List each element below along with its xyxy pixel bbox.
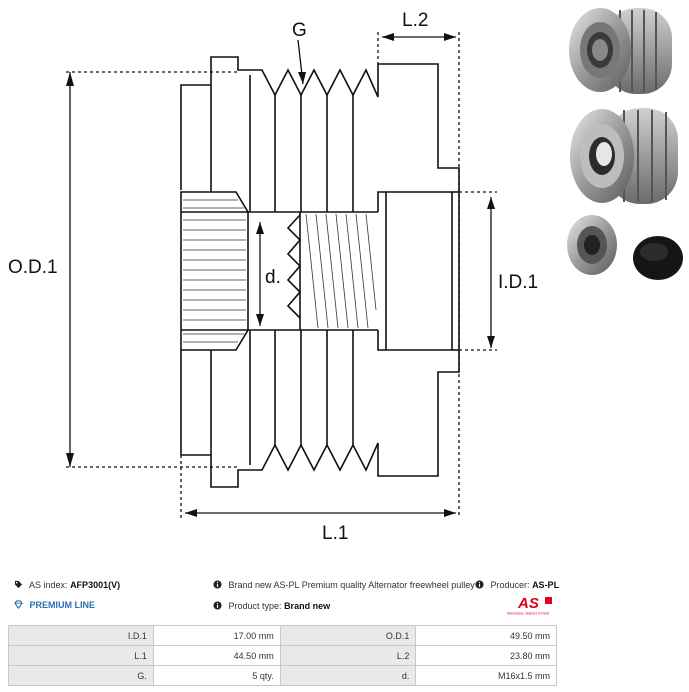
spec-value: 5 qty. [152, 665, 281, 686]
product-type-value: Brand new [284, 601, 331, 611]
pulley-cap-photo [633, 236, 683, 280]
tag-icon [14, 580, 23, 589]
premium-line-text: PREMIUM LINE [29, 600, 96, 610]
pulley-photo-small [567, 215, 617, 275]
as-index-label: AS index: [29, 580, 68, 590]
label-g: G [292, 20, 307, 41]
description-text: Brand new AS-PL Premium quality Alternat… [228, 580, 475, 590]
pulley-photo-rear [570, 108, 678, 204]
producer-value: AS-PL [532, 580, 560, 590]
spec-label: d. [279, 665, 417, 686]
producer: Producer: AS-PL [475, 580, 559, 590]
spec-value: 49.50 mm [415, 625, 557, 646]
as-index-value: AFP3001(V) [70, 580, 121, 590]
label-l2: L.2 [402, 10, 428, 31]
diamond-icon [14, 600, 23, 609]
label-od1: O.D.1 [8, 257, 58, 278]
spec-value: 17.00 mm [152, 625, 281, 646]
info-icon [475, 580, 484, 589]
producer-label: Producer: [490, 580, 530, 590]
label-d: d. [265, 267, 281, 288]
logo-tagline: Alternators, Starters & Parts [507, 612, 550, 616]
info-icon [213, 601, 222, 610]
product-type-label: Product type: [228, 601, 282, 611]
spec-label: I.D.1 [8, 625, 154, 646]
spec-label: G. [8, 665, 154, 686]
as-pl-logo: AS Alternators, Starters & Parts [507, 595, 552, 616]
description: Brand new AS-PL Premium quality Alternat… [213, 580, 475, 590]
spec-value: 44.50 mm [152, 645, 281, 666]
premium-line: PREMIUM LINE [14, 600, 95, 610]
as-index: AS index: AFP3001(V) [14, 580, 120, 590]
label-l1: L.1 [322, 523, 348, 544]
spec-label: L.2 [279, 645, 417, 666]
technical-drawing: G L.2 O.D.1 d. I.D.1 L.1 [8, 10, 538, 544]
product-photos [567, 8, 683, 280]
label-id1: I.D.1 [498, 272, 538, 293]
spec-label: O.D.1 [279, 625, 417, 646]
logo-text: AS [517, 595, 539, 612]
spec-row: G.5 qty.d.M16x1.5 mm [8, 665, 557, 686]
pulley-photo-front [569, 8, 672, 94]
spec-value: 23.80 mm [415, 645, 557, 666]
spec-label: L.1 [8, 645, 154, 666]
info-icon [213, 580, 222, 589]
product-type: Product type: Brand new [213, 601, 330, 611]
spec-value: M16x1.5 mm [415, 665, 557, 686]
pulley-outline [180, 56, 460, 488]
